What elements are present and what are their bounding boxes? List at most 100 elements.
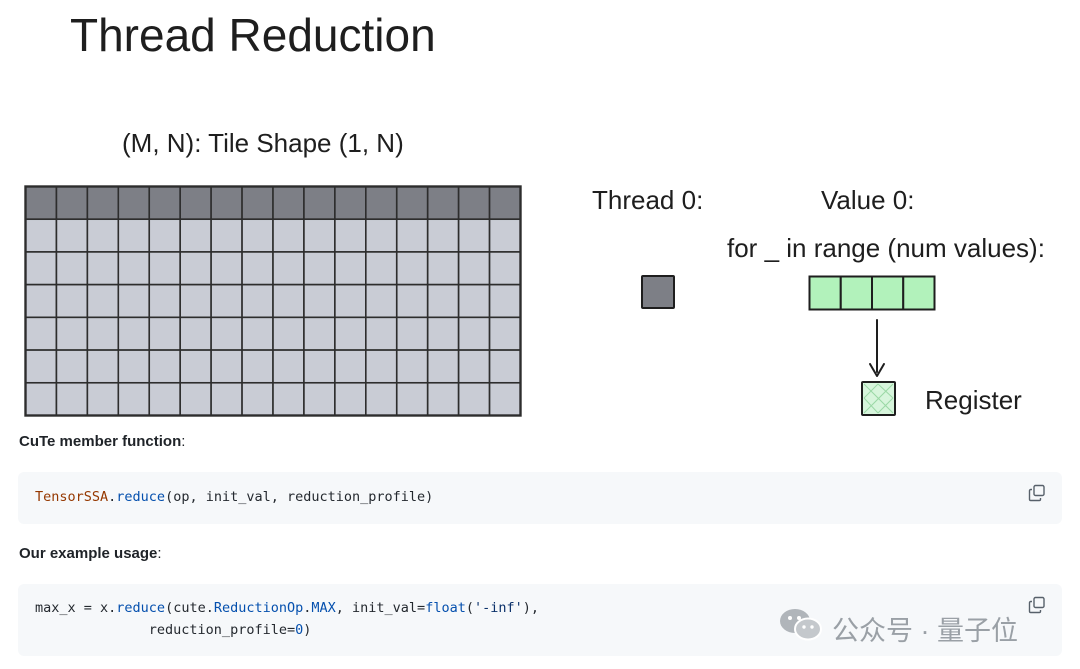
tile-grid <box>24 185 522 417</box>
tile-cell-highlight <box>241 185 274 221</box>
thread-label: Thread 0: <box>592 185 704 215</box>
register-cell <box>861 381 896 416</box>
tile-cell <box>488 316 522 351</box>
tile-cell <box>148 251 181 286</box>
tile-cell <box>272 251 305 286</box>
tile-cell <box>488 349 522 384</box>
tile-cell <box>55 381 89 417</box>
tile-cell <box>55 349 89 384</box>
watermark-text: 公众号 · 量子位 <box>832 616 1018 646</box>
tile-cell-highlight <box>148 185 181 221</box>
tile-cell <box>210 218 243 253</box>
tile-cell <box>24 349 58 384</box>
tile-cell-highlight <box>395 185 429 221</box>
tile-cell <box>179 381 212 417</box>
tile-cell <box>365 218 398 253</box>
tile-cell <box>426 283 460 319</box>
tile-cell <box>179 251 212 286</box>
tile-cell <box>86 316 120 351</box>
tile-cell <box>303 251 336 286</box>
tile-cell-highlight <box>303 185 336 221</box>
tile-cell <box>395 283 429 319</box>
tile-cell <box>24 251 58 286</box>
tile-cell <box>334 381 367 417</box>
tile-cell <box>24 283 58 319</box>
tile-cell <box>148 283 181 319</box>
tile-cell <box>210 381 243 417</box>
tile-cell <box>365 316 398 351</box>
tile-cell <box>55 316 89 351</box>
tile-cell <box>426 381 460 417</box>
tile-cell <box>426 349 460 384</box>
tile-shape-caption: (M, N): Tile Shape (1, N) <box>122 128 404 158</box>
tile-cell <box>241 218 274 253</box>
tile-cell-highlight <box>86 185 120 221</box>
value-label: Value 0: <box>821 185 915 215</box>
tile-cell <box>488 251 522 286</box>
copy-icon[interactable] <box>1028 596 1046 614</box>
page-title: Thread Reduction <box>70 9 436 61</box>
tile-cell <box>426 316 460 351</box>
tile-cell <box>395 349 429 384</box>
tile-cell <box>55 218 89 253</box>
watermark: 公众号 · 量子位 <box>778 605 1058 646</box>
example-usage-heading: Our example usage: <box>19 545 162 562</box>
code-lines: max_x = x.reduce(cute.ReductionOp.MAX, i… <box>35 600 540 638</box>
tile-cell <box>86 251 120 286</box>
tile-cell <box>426 251 460 286</box>
tile-cell <box>365 283 398 319</box>
tile-cell <box>457 349 491 384</box>
tile-cell-highlight <box>24 185 58 221</box>
tile-cell <box>303 381 336 417</box>
wechat-icon <box>780 609 822 641</box>
tile-cell <box>334 251 367 286</box>
code-block-example-usage: max_x = x.reduce(cute.ReductionOp.MAX, i… <box>18 584 1062 656</box>
tile-cell <box>488 218 522 253</box>
tile-cell <box>334 349 367 384</box>
tile-cell <box>210 283 243 319</box>
tile-cell <box>457 381 491 417</box>
member-function-heading: CuTe member function: <box>19 433 186 450</box>
tile-cell <box>24 218 58 253</box>
tile-cell <box>457 251 491 286</box>
tile-cell <box>272 381 305 417</box>
value-cell <box>808 275 842 311</box>
tile-cell <box>148 349 181 384</box>
tile-cell-highlight <box>457 185 491 221</box>
tile-cell <box>210 251 243 286</box>
tile-cell <box>303 349 336 384</box>
tile-cell <box>365 349 398 384</box>
tile-cell <box>272 283 305 319</box>
tile-cell <box>55 283 89 319</box>
tile-cell-highlight <box>55 185 89 221</box>
tile-cell <box>365 251 398 286</box>
tile-grid-border <box>24 185 522 417</box>
tile-cell-highlight <box>210 185 243 221</box>
tile-cell <box>86 381 120 417</box>
code-block-member-function: TensorSSA.reduce(op, init_val, reduction… <box>18 472 1062 524</box>
tile-cell <box>148 316 181 351</box>
tile-cell <box>24 381 58 417</box>
tile-cell <box>117 251 151 286</box>
tile-cell <box>241 251 274 286</box>
tile-cell-highlight <box>426 185 460 221</box>
tile-cell <box>148 218 181 253</box>
tile-cell <box>117 381 151 417</box>
tile-cell <box>55 251 89 286</box>
tile-cell <box>117 349 151 384</box>
value-cell <box>871 275 905 311</box>
tile-cell <box>334 218 367 253</box>
tile-cell <box>303 316 336 351</box>
code-line: TensorSSA.reduce(op, init_val, reduction… <box>35 489 434 505</box>
value-cell <box>902 275 936 311</box>
tile-cell <box>395 251 429 286</box>
tile-cell <box>272 316 305 351</box>
tile-cell <box>426 218 460 253</box>
tile-cell <box>117 316 151 351</box>
tile-cell-highlight <box>365 185 398 221</box>
copy-icon[interactable] <box>1028 484 1046 502</box>
tile-cell <box>210 316 243 351</box>
tile-cell <box>395 218 429 253</box>
tile-cell-highlight <box>179 185 212 221</box>
tile-cell <box>488 381 522 417</box>
